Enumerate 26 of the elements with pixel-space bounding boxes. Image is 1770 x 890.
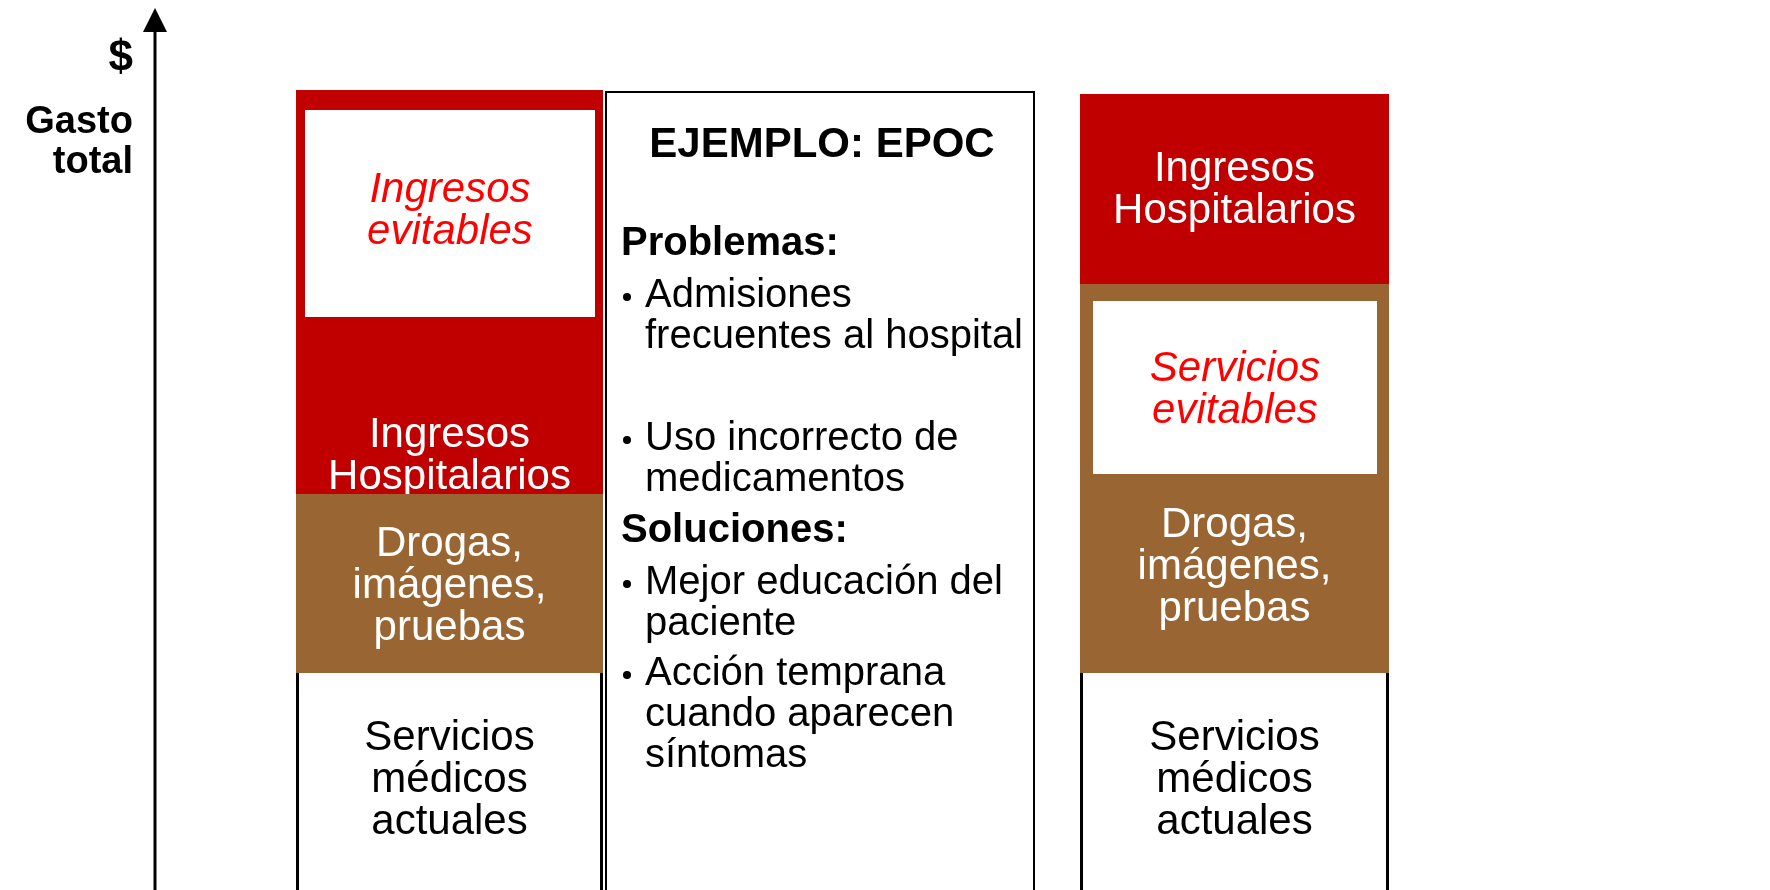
block-label: Ingresos Hospitalarios bbox=[327, 412, 572, 496]
block-label: Drogas, imágenes, pruebas bbox=[351, 521, 548, 647]
bullet-text: Acción temprana cuando aparecen síntomas bbox=[645, 651, 956, 774]
block-label: Ingresos Hospitalarios bbox=[1112, 146, 1357, 230]
block-label: Servicios médicos actuales bbox=[363, 715, 536, 841]
example-panel bbox=[605, 91, 1035, 890]
cost-block bbox=[1080, 673, 1389, 890]
bullet-text: Mejor educación del paciente bbox=[645, 560, 1004, 642]
section-heading: Problemas: bbox=[621, 221, 840, 262]
block-label: Drogas, imágenes, pruebas bbox=[1136, 502, 1333, 628]
bullet-text: Uso incorrecto de medicamentos bbox=[645, 416, 960, 498]
cost-block bbox=[1080, 284, 1389, 673]
cost-block bbox=[1093, 301, 1377, 474]
cost-block bbox=[296, 673, 603, 890]
block-label: Servicios médicos actuales bbox=[1148, 715, 1321, 841]
cost-block bbox=[305, 110, 595, 317]
cost-block bbox=[296, 90, 603, 494]
panel-title: EJEMPLO: EPOC bbox=[648, 123, 996, 163]
cost-block bbox=[296, 494, 603, 673]
currency-label: $ bbox=[107, 36, 133, 76]
cost-block bbox=[1080, 94, 1389, 284]
block-label: Servicios evitables bbox=[1148, 346, 1322, 430]
section-heading: Soluciones: bbox=[621, 508, 849, 549]
axis-title: Gasto total bbox=[24, 100, 133, 180]
block-label: Ingresos evitables bbox=[366, 167, 534, 251]
bullet-text: Admisiones frecuentes al hospital bbox=[645, 273, 1023, 355]
